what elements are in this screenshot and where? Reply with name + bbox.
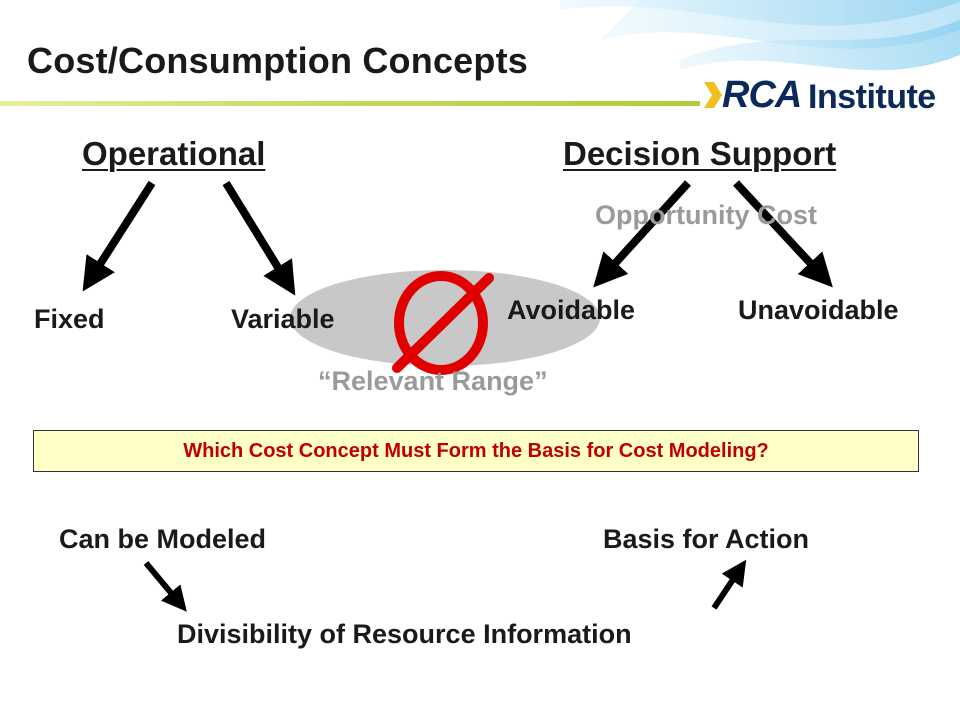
arrow-divisibility-action <box>711 559 747 610</box>
arrow-decision-unavoidable <box>733 180 833 288</box>
label-divisibility: Divisibility of Resource Information <box>177 619 632 649</box>
heading-decision-support: Decision Support <box>563 135 837 172</box>
title-underline <box>0 101 700 106</box>
arrow-operational-fixed <box>82 180 156 292</box>
logo-sub-text: Institute <box>808 78 936 116</box>
question-box: Which Cost Concept Must Form the Basis f… <box>33 430 919 472</box>
header-wave-decoration <box>560 0 960 71</box>
heading-operational: Operational <box>82 135 266 172</box>
rca-institute-logo: RCA Institute <box>700 72 955 118</box>
page-title: Cost/Consumption Concepts <box>27 40 528 81</box>
label-unavoidable: Unavoidable <box>738 295 899 325</box>
label-opportunity-cost: Opportunity Cost <box>595 200 817 230</box>
label-avoidable: Avoidable <box>507 295 636 325</box>
label-basis-for-action: Basis for Action <box>603 524 810 554</box>
arrow-operational-variable <box>222 180 296 296</box>
label-variable: Variable <box>231 304 335 334</box>
logo-chevron-icon <box>704 82 722 108</box>
logo-main-text: RCA <box>722 74 802 116</box>
label-can-be-modeled: Can be Modeled <box>59 524 267 554</box>
arrow-modeled-divisibility <box>143 561 187 612</box>
label-relevant-range: “Relevant Range” <box>318 366 548 396</box>
null-set-icon <box>392 271 494 375</box>
arrow-decision-avoidable <box>593 180 691 288</box>
label-fixed: Fixed <box>34 304 105 334</box>
